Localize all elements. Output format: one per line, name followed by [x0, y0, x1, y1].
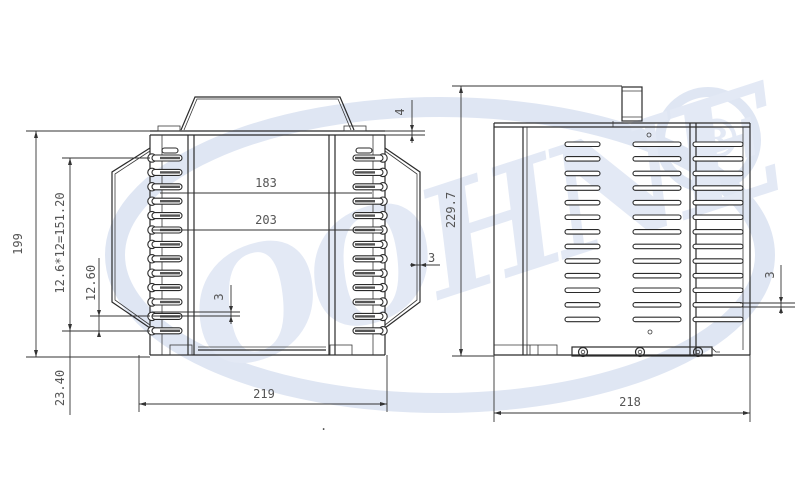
side-view: [493, 86, 751, 358]
mount-hole-2: [634, 346, 646, 358]
dim-side-gap: 3: [428, 251, 435, 265]
dim-coil-pitch-total: 12.6*12=151.20: [53, 192, 67, 293]
pipe-stub: [621, 86, 643, 122]
dim-coil-width: 203: [255, 213, 277, 227]
right-bracket: [384, 147, 421, 329]
dim-side-height: 229.7: [444, 192, 458, 228]
top-handle: [180, 96, 355, 131]
hole-bottom: [647, 329, 653, 335]
mount-hole-3: [692, 346, 704, 358]
left-coil-stack: [147, 147, 373, 336]
front-view-dimensions: 199 12.6*12=151.20 12.60 23.40 183 203 2…: [11, 100, 440, 433]
right-coil-stack: [352, 153, 388, 336]
dim-overall-width: 219: [253, 387, 275, 401]
dim-inner-width: 183: [255, 176, 277, 190]
hole-top: [646, 132, 652, 138]
svg-text:.: .: [320, 419, 327, 433]
dim-coil-pitch: 12.60: [84, 265, 98, 301]
side-view-dimensions: 229.7 218 3: [444, 85, 795, 422]
vent-slots: [564, 141, 744, 323]
dim-overall-height: 199: [11, 233, 25, 255]
front-view: [111, 96, 421, 356]
mount-hole-1: [577, 346, 589, 358]
dim-side-width: 218: [619, 395, 641, 409]
dim-top-plate: 4: [393, 108, 407, 115]
dim-base-offset: 23.40: [53, 370, 67, 406]
dim-tube-gap: 3: [212, 293, 226, 300]
dim-fin-gap: 3: [763, 271, 777, 278]
left-bracket: [111, 147, 151, 329]
